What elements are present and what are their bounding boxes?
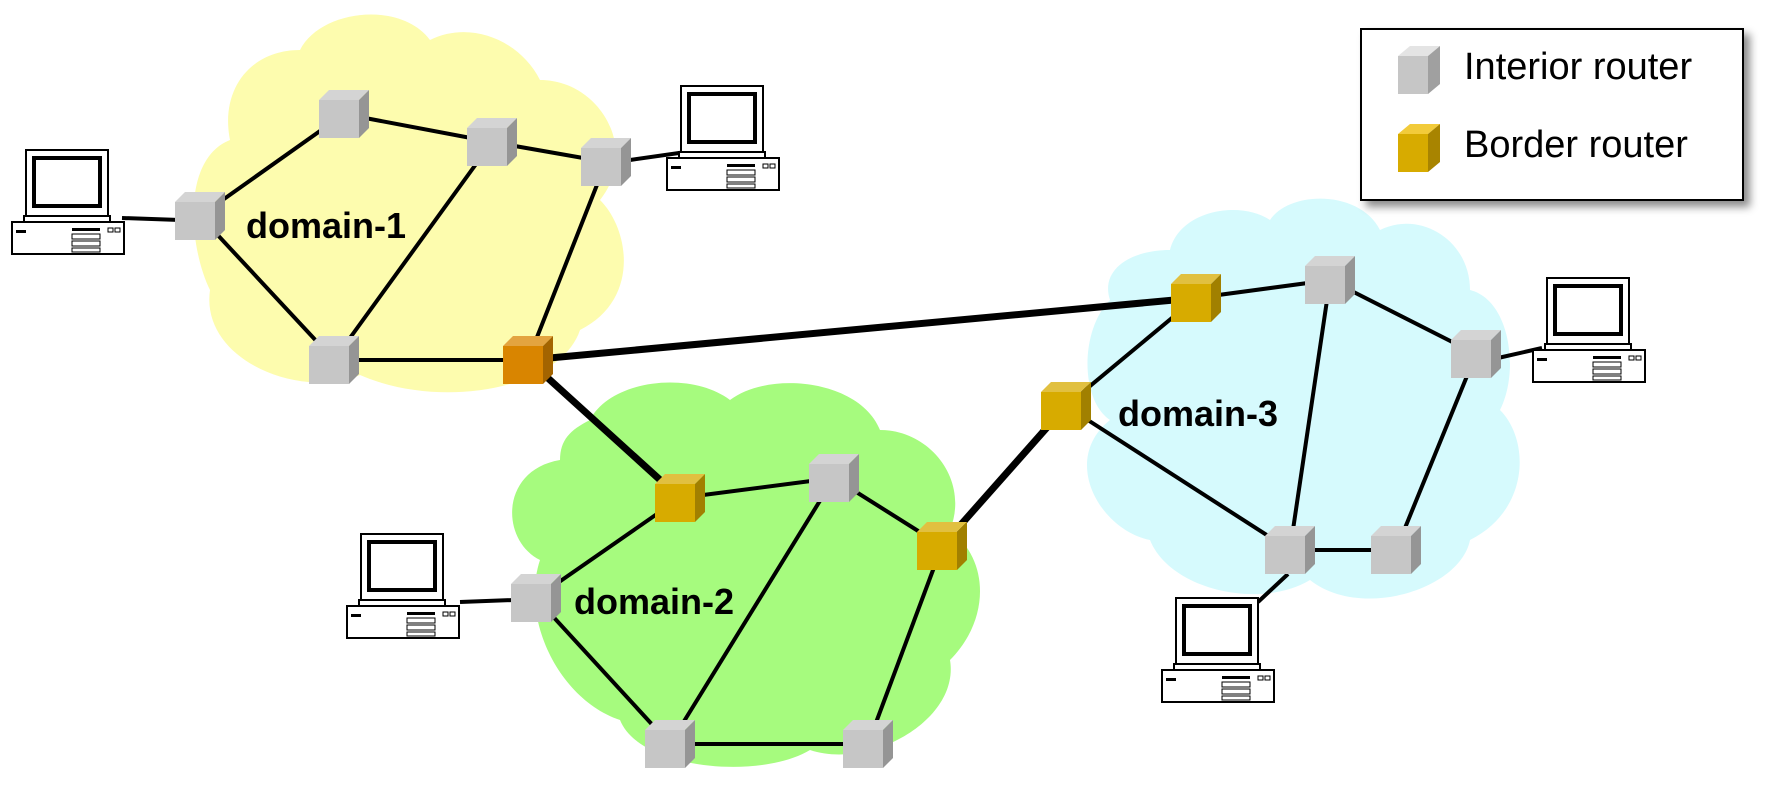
domain-3-label: domain-3 bbox=[1118, 393, 1278, 434]
host-computer-icon bbox=[10, 148, 126, 256]
interior-router-icon bbox=[809, 454, 859, 502]
interior-router-icon bbox=[843, 720, 893, 768]
intra-domain-link bbox=[668, 476, 836, 746]
interior-router-icon bbox=[319, 90, 369, 138]
host-computer-icon bbox=[345, 532, 461, 640]
legend: Interior router Border router bbox=[1360, 28, 1744, 201]
inter-domain-link bbox=[525, 357, 683, 501]
host-computer-icon bbox=[1160, 596, 1276, 704]
border-router-icon bbox=[1398, 124, 1440, 172]
interior-router-icon bbox=[511, 574, 561, 622]
legend-interior-label: Interior router bbox=[1464, 46, 1693, 88]
legend-item-border: Border router bbox=[1362, 114, 1742, 174]
domain-2-label: domain-2 bbox=[574, 581, 734, 622]
routers-layer bbox=[175, 90, 1501, 768]
border-router-icon bbox=[503, 336, 553, 384]
host-link bbox=[459, 598, 515, 604]
domain-2-cloud bbox=[512, 382, 980, 767]
inter-domain-link bbox=[527, 294, 1197, 364]
interior-router-icon bbox=[467, 118, 517, 166]
interior-router-icon bbox=[581, 138, 631, 186]
interior-router-icon bbox=[1305, 256, 1355, 304]
intra-domain-link bbox=[1064, 404, 1292, 552]
intra-domain-link bbox=[534, 596, 672, 746]
intra-domain-link bbox=[526, 161, 608, 361]
intra-domain-link bbox=[198, 214, 336, 362]
border-router-icon bbox=[655, 474, 705, 522]
border-router-icon bbox=[1171, 274, 1221, 322]
intra-domain-link bbox=[1394, 353, 1478, 551]
border-router-icon bbox=[1041, 382, 1091, 430]
interior-router-icon bbox=[1398, 46, 1440, 94]
interior-router-icon bbox=[1371, 526, 1421, 574]
intra-domain-link bbox=[1288, 279, 1332, 551]
intra-domain-link bbox=[866, 545, 944, 745]
host-computer-icon bbox=[1531, 276, 1647, 384]
domain-1-label: domain-1 bbox=[246, 205, 406, 246]
interior-router-icon bbox=[1265, 526, 1315, 574]
interior-router-icon bbox=[175, 192, 225, 240]
intra-domain-link bbox=[679, 476, 835, 500]
border-router-icon bbox=[917, 522, 967, 570]
domain-1-cloud bbox=[193, 14, 624, 393]
interior-router-icon bbox=[1451, 330, 1501, 378]
interior-router-icon bbox=[309, 336, 359, 384]
legend-border-label: Border router bbox=[1464, 124, 1688, 166]
host-computer-icon bbox=[665, 84, 781, 192]
host-link bbox=[1256, 572, 1290, 604]
interior-router-icon bbox=[645, 720, 695, 768]
intra-domain-link bbox=[332, 140, 494, 362]
host-link bbox=[121, 216, 181, 222]
host-link bbox=[629, 150, 687, 162]
legend-item-interior: Interior router bbox=[1362, 36, 1742, 96]
